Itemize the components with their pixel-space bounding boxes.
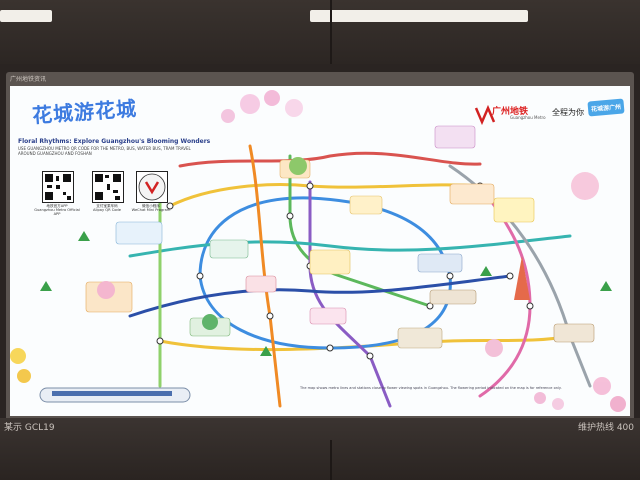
pagoda-illustration: [514, 256, 530, 300]
attraction-badge: [309, 307, 347, 325]
tree-illustration: [78, 231, 90, 241]
qr-pattern-icon: [95, 174, 121, 200]
line-darkblue: [128, 274, 512, 318]
brand-slogan: 全程为你: [552, 108, 584, 117]
line-grey: [448, 164, 592, 388]
attraction-badge: [434, 125, 476, 149]
brand-name: 广州地铁: [492, 107, 529, 117]
qr-label-en: WeChat Mini Program: [131, 208, 171, 212]
mini-program-icon: [138, 173, 166, 201]
tree-illustration: [202, 314, 218, 330]
attraction-badge: [553, 323, 595, 343]
qr-label-en: Guangzhou Metro Official APP: [34, 208, 80, 216]
attraction-badge: [429, 289, 477, 305]
line-purple: [308, 180, 392, 408]
poster-description: USE GUANGZHOU METRO QR CODE FOR THE METR…: [18, 146, 191, 156]
tree-illustration: [600, 281, 612, 291]
attraction-illustrations: [40, 125, 612, 357]
tree-illustration: [289, 157, 307, 175]
metro-logo: [474, 104, 496, 126]
map-footnote: The map shows metro lines and stations c…: [300, 386, 562, 390]
tree-illustration: [40, 281, 52, 291]
frame-label: 广州地铁资讯: [10, 76, 47, 83]
attraction-badge: [449, 183, 495, 205]
line-orange: [248, 144, 282, 408]
ceiling-seam: [330, 0, 332, 64]
line-teal: [128, 234, 572, 258]
ceiling-lamp: [0, 10, 52, 22]
attraction-badge: [209, 239, 249, 259]
attraction-badge: [397, 327, 443, 349]
panel-code: 某示 GCL19: [4, 423, 55, 433]
attraction-badge: [245, 275, 277, 293]
map-panel: 花城游花城 Floral Rhythms: Explore Guangzhou'…: [10, 86, 630, 416]
qr-label-zh: 地铁官方APP: [46, 204, 68, 208]
tree-illustration: [480, 266, 492, 276]
qr-code-app[interactable]: [42, 171, 74, 203]
attraction-badge: [493, 197, 535, 223]
tram-illustration: [39, 387, 191, 403]
wall-base: [0, 418, 640, 480]
blossom-tree-illustration: [571, 172, 599, 200]
metro-map: [10, 90, 626, 412]
attraction-badge: [417, 253, 463, 273]
attraction-badge: [309, 249, 351, 275]
wall-seam: [330, 440, 332, 480]
qr-label-zh: 微信小程序: [142, 204, 160, 208]
qr-code-alipay[interactable]: [92, 171, 124, 203]
blossom-tree-illustration: [485, 339, 503, 357]
qr-code-wechat[interactable]: [136, 171, 168, 203]
brand-name-en: Guangzhou Metro: [510, 115, 546, 120]
ceiling: [0, 0, 640, 64]
qr-pattern-icon: [45, 174, 71, 200]
line-yellow: [168, 183, 482, 208]
ceiling-lamp: [310, 10, 528, 22]
maintenance-hotline: 维护热线 400: [577, 423, 634, 433]
attraction-badge: [349, 195, 383, 215]
campaign-badge: 花城游广州: [587, 98, 625, 117]
qr-label-en: Alipay QR Code: [93, 208, 121, 212]
attraction-badge: [115, 221, 163, 245]
blossom-tree-illustration: [97, 281, 115, 299]
line-red: [178, 151, 482, 168]
qr-label-zh: 支付宝乘车码: [96, 204, 118, 208]
decor-blossoms: [10, 90, 626, 412]
poster-subtitle: Floral Rhythms: Explore Guangzhou's Bloo…: [18, 138, 211, 145]
tree-illustration: [260, 346, 272, 356]
